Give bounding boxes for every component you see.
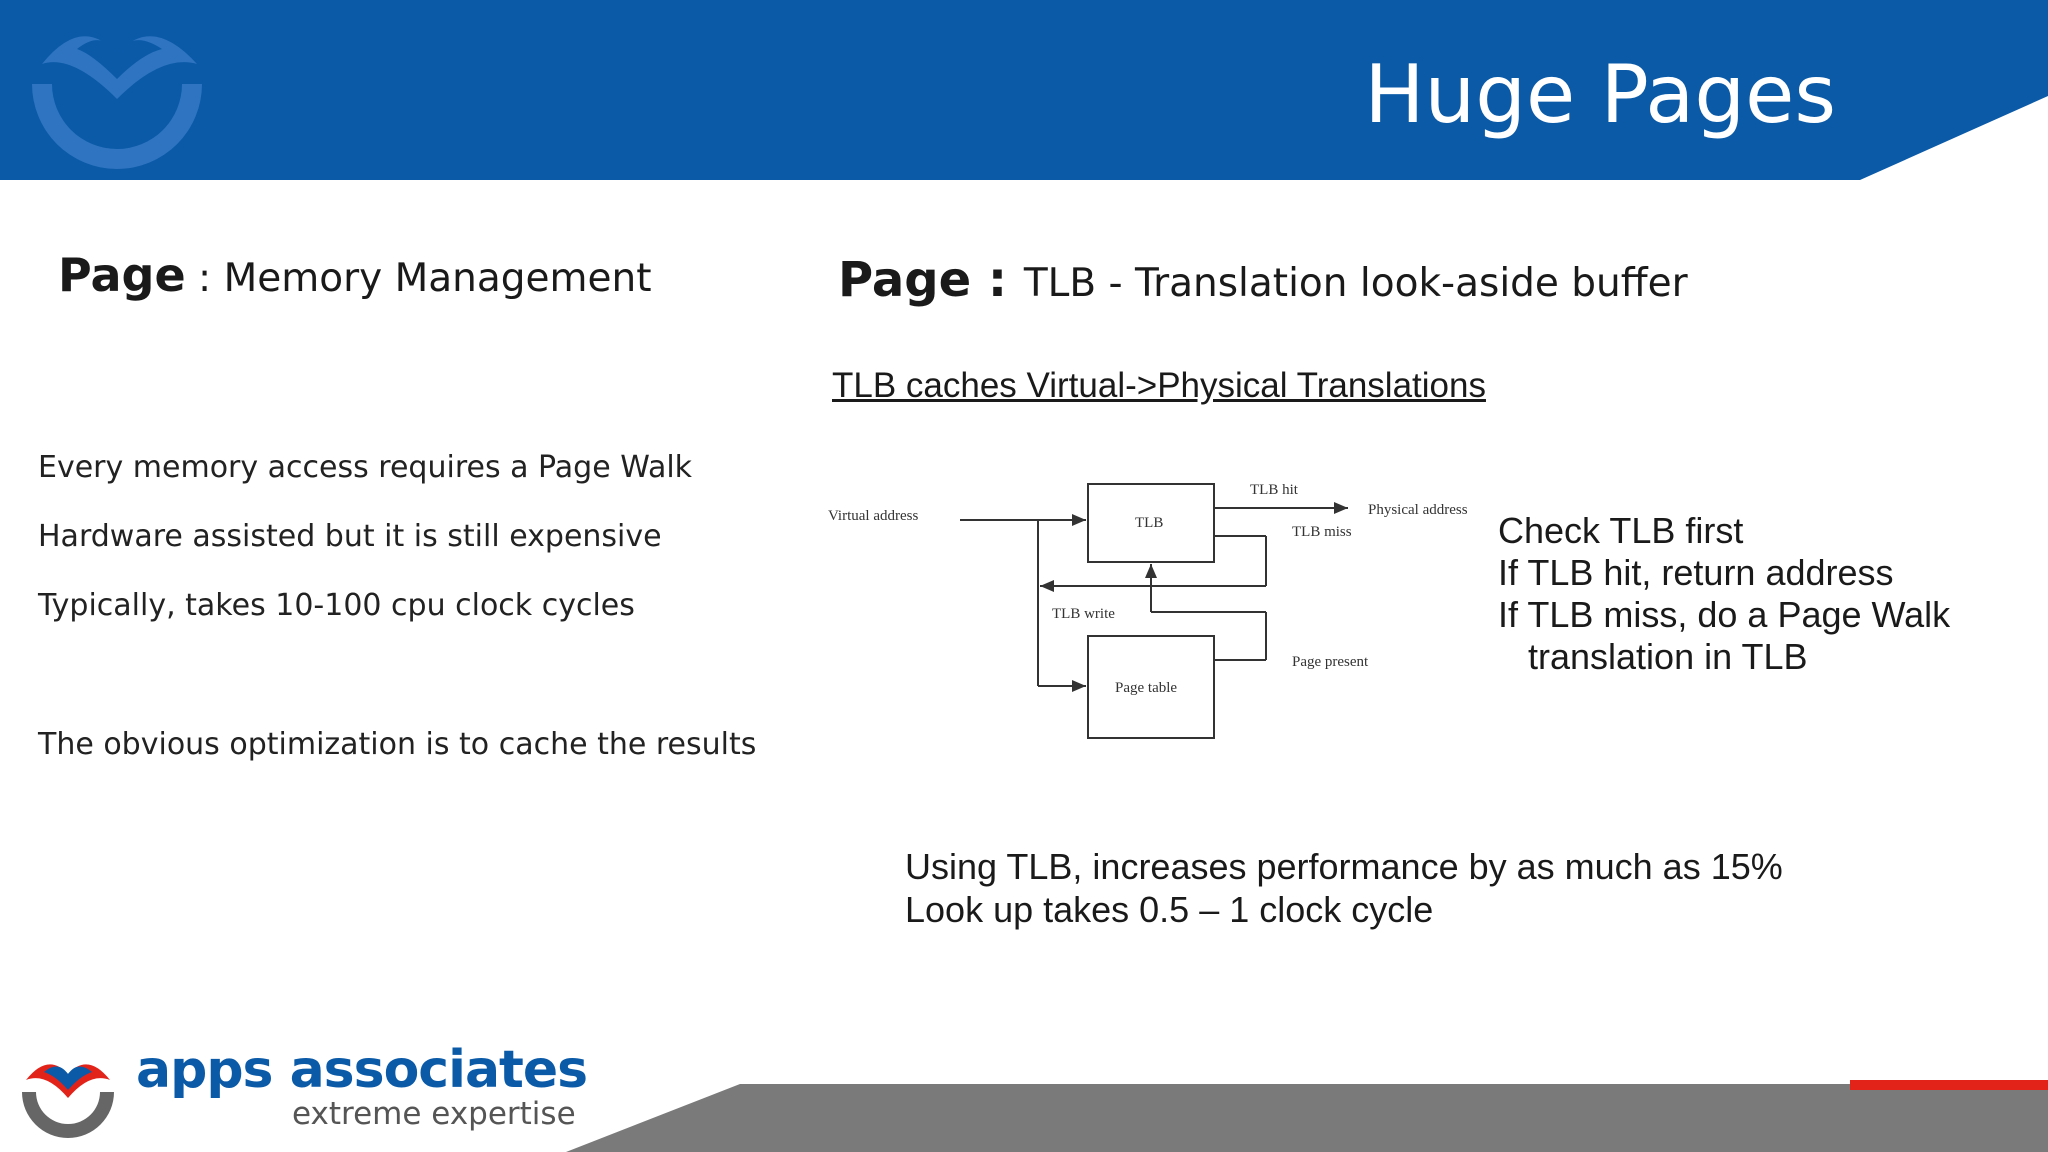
right-heading-keyword: Page : <box>838 252 1024 308</box>
perf-line-2: Look up takes 0.5 – 1 clock cycle <box>905 889 1434 930</box>
brand-name: apps associates <box>136 1040 588 1100</box>
right-heading: Page : TLB - Translation look-aside buff… <box>838 252 1688 308</box>
virtual-address-label: Virtual address <box>828 508 918 524</box>
tlb-box <box>1087 483 1215 563</box>
header-corner-cut <box>1860 96 2048 180</box>
left-bullet-4: The obvious optimization is to cache the… <box>38 727 757 762</box>
check-line-1: Check TLB first <box>1498 510 1744 551</box>
header-logo-icon <box>32 36 202 169</box>
page-present-label: Page present <box>1292 654 1369 670</box>
check-line-2: If TLB hit, return address <box>1498 552 1894 593</box>
check-line-4: translation in TLB <box>1528 636 1808 677</box>
right-heading-text: TLB - Translation look-aside buffer <box>1023 261 1688 306</box>
perf-line-1: Using TLB, increases performance by as m… <box>905 846 1783 887</box>
page-table-box <box>1087 635 1215 739</box>
physical-address-label: Physical address <box>1368 502 1468 518</box>
brand-tagline: extreme expertise <box>292 1096 576 1132</box>
tlb-subheading: TLB caches Virtual->Physical Translation… <box>832 366 1486 405</box>
left-bullet-1: Every memory access requires a Page Walk <box>38 450 693 485</box>
left-heading-text: : Memory Management <box>185 256 652 301</box>
left-heading-keyword: Page <box>58 248 186 302</box>
tlb-diagram: Virtual address TLB Page table TLB hit P… <box>828 482 1468 739</box>
tlb-miss-label: TLB miss <box>1292 524 1352 540</box>
check-line-3: If TLB miss, do a Page Walk <box>1498 594 1951 635</box>
tlb-label: TLB <box>1135 515 1163 531</box>
footer-band <box>566 1080 2048 1152</box>
header-bar <box>0 0 2048 180</box>
left-heading: Page : Memory Management <box>58 248 652 302</box>
apps-associates-logo-icon <box>22 1064 114 1138</box>
page-table-label: Page table <box>1115 680 1177 696</box>
left-bullet-2: Hardware assisted but it is still expens… <box>38 519 662 554</box>
performance-note: Using TLB, increases performance by as m… <box>905 845 1783 931</box>
left-bullet-3: Typically, takes 10-100 cpu clock cycles <box>38 588 635 623</box>
tlb-hit-label: TLB hit <box>1250 482 1299 498</box>
tlb-check-list: Check TLB first If TLB hit, return addre… <box>1498 510 1950 678</box>
tlb-write-label: TLB write <box>1052 606 1115 622</box>
page-title: Huge Pages <box>1364 48 1836 141</box>
